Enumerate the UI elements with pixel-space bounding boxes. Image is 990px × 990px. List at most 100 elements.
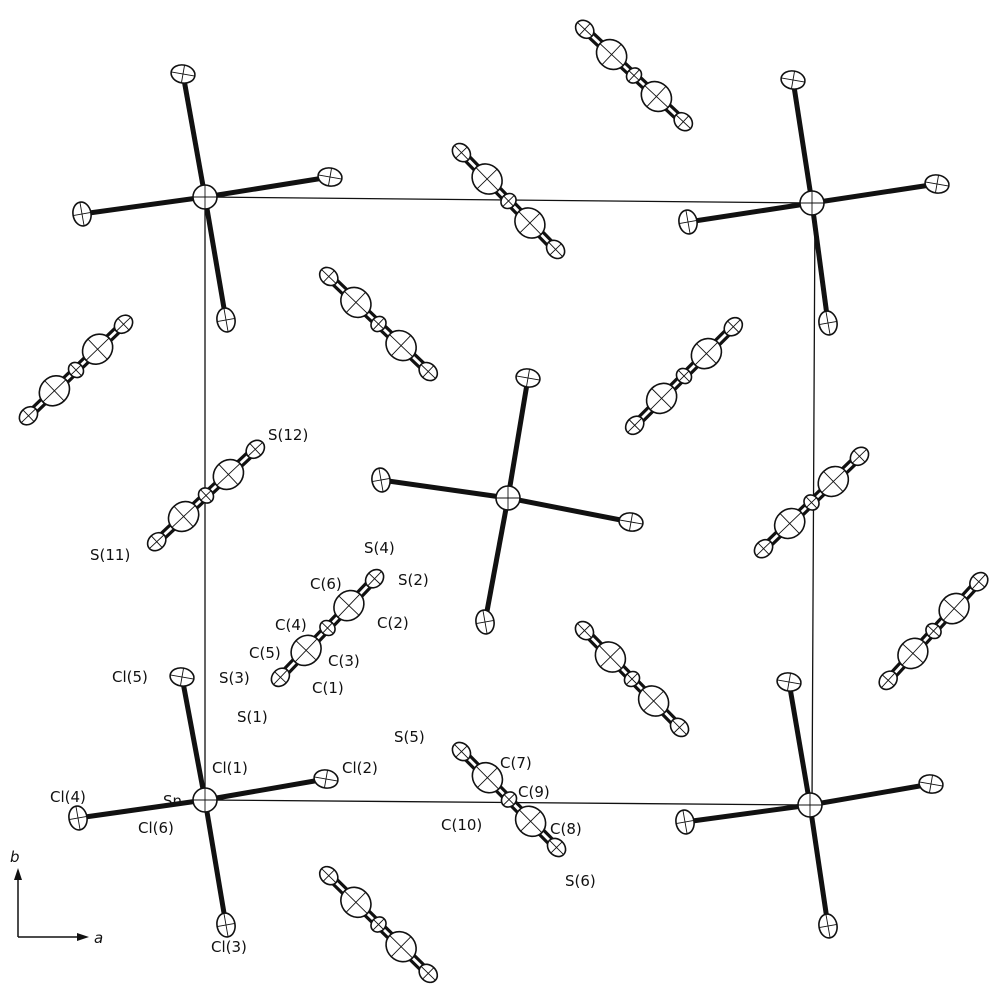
atom: [68, 805, 88, 831]
bond: [811, 181, 938, 206]
bond: [684, 802, 811, 825]
atom-axis: [372, 477, 390, 483]
label-c9: C(9): [518, 783, 550, 801]
atom: [113, 314, 134, 335]
label-c6: C(6): [310, 575, 342, 593]
atom-axis: [823, 471, 844, 492]
atom-axis: [372, 317, 385, 331]
atom-axis: [150, 535, 163, 548]
atom-axis: [628, 513, 634, 531]
label-s2: S(2): [398, 571, 429, 589]
atom-axis: [727, 320, 740, 333]
atom: [370, 315, 387, 333]
atom: [216, 307, 236, 333]
atom: [673, 111, 694, 132]
atom: [776, 672, 802, 692]
atom-axis: [651, 388, 672, 409]
atom: [546, 837, 567, 858]
atom: [169, 667, 195, 687]
atom-axis: [928, 775, 934, 793]
bond: [180, 73, 208, 198]
atom: [364, 568, 385, 589]
atom-axis: [628, 69, 640, 82]
atom: [645, 382, 678, 415]
atom: [318, 865, 339, 886]
atom: [924, 174, 950, 194]
atom: [595, 38, 628, 71]
atom: [418, 963, 439, 984]
atom-axis: [779, 513, 800, 534]
bond: [202, 196, 229, 321]
atom: [471, 163, 503, 195]
label-c3: C(3): [328, 652, 360, 670]
atom-axis: [819, 923, 837, 929]
atom: [192, 787, 218, 813]
atom-axis: [338, 595, 360, 616]
atom: [500, 791, 518, 808]
atom-axis: [217, 922, 235, 928]
label-s3: S(3): [219, 669, 250, 687]
atom: [340, 886, 372, 919]
atom-axis: [372, 918, 385, 931]
a-axis-arrowhead: [77, 933, 89, 941]
atom-axis: [520, 811, 541, 832]
atom-axis: [422, 967, 435, 980]
atom: [146, 531, 167, 552]
bond: [77, 797, 206, 821]
atom: [625, 67, 643, 84]
bond: [81, 194, 206, 217]
atom-axis: [391, 335, 412, 357]
atom: [669, 717, 690, 738]
atom: [678, 209, 698, 235]
atom: [817, 465, 850, 498]
atom: [317, 167, 343, 187]
atom-axis: [455, 146, 468, 159]
atom-axis: [805, 496, 818, 509]
atom: [574, 19, 595, 40]
atom-axis: [44, 380, 65, 402]
label-c1: C(1): [312, 679, 344, 697]
atom: [925, 622, 942, 640]
atom: [723, 316, 744, 337]
atom-axis: [819, 320, 837, 326]
atom-axis: [368, 572, 381, 585]
atom: [849, 446, 870, 467]
atom-axis: [757, 542, 770, 555]
atom-axis: [503, 793, 515, 806]
atom: [370, 916, 387, 933]
atom-axis: [677, 115, 690, 128]
atom: [192, 184, 218, 210]
atom-axis: [476, 168, 498, 190]
label-cl1: Cl(1): [212, 759, 248, 777]
bond: [687, 200, 813, 225]
label-s1: S(1): [237, 708, 268, 726]
atom-axis: [477, 767, 498, 788]
atom: [918, 774, 944, 794]
molecules-layer: [18, 19, 989, 984]
atom-axis: [600, 646, 621, 668]
label-sn: Sn: [163, 792, 182, 810]
atom: [216, 912, 236, 938]
atom-axis: [902, 643, 924, 664]
label-c4: C(4): [275, 616, 307, 634]
bond: [809, 781, 932, 808]
atom-axis: [646, 85, 667, 108]
atom: [318, 266, 339, 287]
atom-axis: [601, 43, 622, 66]
atom: [67, 361, 85, 379]
atom-axis: [173, 505, 194, 528]
label-cl3: Cl(3): [211, 938, 247, 956]
atom-axis: [200, 489, 212, 502]
atom: [371, 467, 391, 493]
label-c7: C(7): [500, 754, 532, 772]
bond: [380, 477, 509, 501]
atom-axis: [673, 721, 686, 734]
atom: [690, 337, 723, 370]
bond: [807, 804, 831, 927]
atom: [818, 310, 838, 336]
atom: [594, 641, 627, 673]
atom-axis: [853, 450, 866, 463]
atom: [319, 619, 336, 637]
atom-ellipse: [969, 571, 989, 592]
